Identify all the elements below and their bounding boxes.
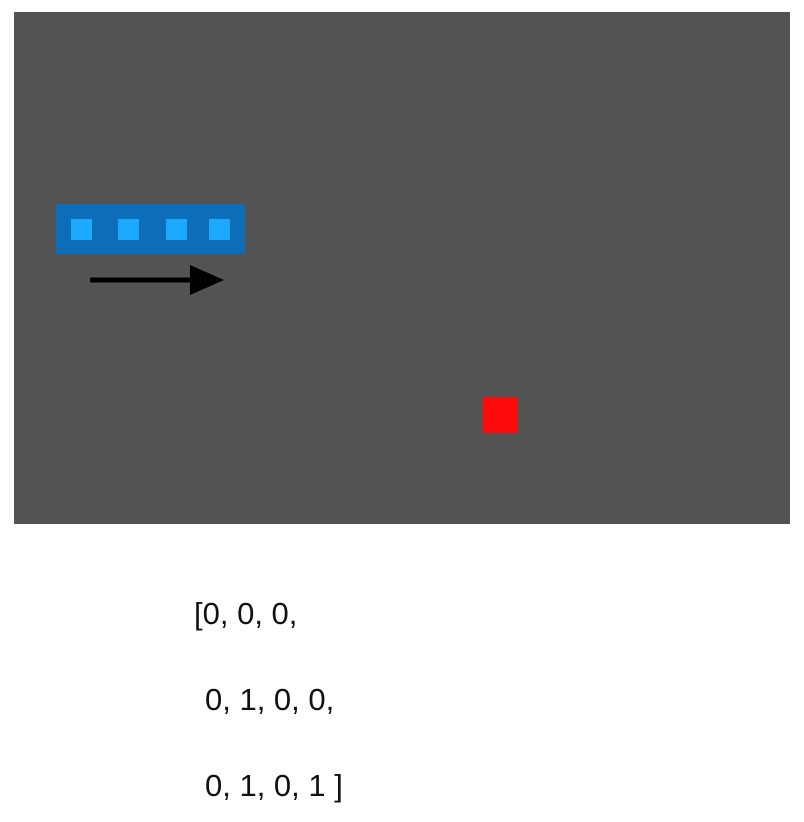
snake-segment (118, 219, 139, 240)
state-vector-line: 0, 1, 0, 1 ] (205, 768, 343, 803)
snake-segment (166, 219, 187, 240)
state-vector-line: 0, 1, 0, 0, (205, 682, 335, 717)
state-vector-line: [0, 0, 0, (194, 596, 298, 631)
snake-segment (71, 219, 92, 240)
snake-segment (209, 219, 230, 240)
food-item (483, 397, 518, 433)
snake (56, 204, 245, 254)
game-board (14, 12, 790, 524)
right-arrow-icon (90, 265, 224, 295)
